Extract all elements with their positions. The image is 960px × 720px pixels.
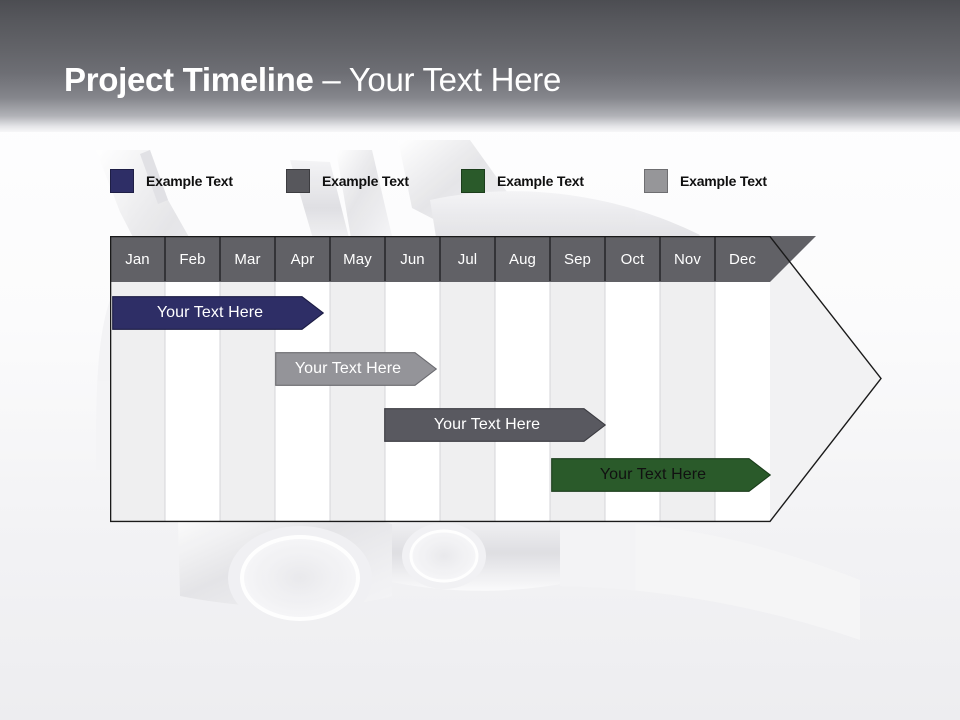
legend-label: Example Text	[497, 173, 584, 189]
task-bar[interactable]: Your Text Here	[112, 296, 324, 330]
page-title-rest: – Your Text Here	[313, 61, 561, 98]
month-cell-jun[interactable]: Jun	[400, 250, 425, 268]
task-bar-shape	[112, 296, 324, 330]
task-bar-shape	[551, 458, 771, 492]
title-band	[0, 0, 960, 132]
timeline-frame	[110, 236, 882, 523]
month-cell-aug[interactable]: Aug	[509, 250, 536, 268]
month-cell-oct[interactable]: Oct	[620, 250, 645, 268]
task-bar[interactable]: Your Text Here	[384, 408, 606, 442]
task-bar[interactable]: Your Text Here	[551, 458, 771, 492]
legend-item[interactable]: Example Text	[461, 166, 584, 196]
legend: Example Text Example Text Example Text E…	[110, 166, 810, 196]
legend-label: Example Text	[322, 173, 409, 189]
month-cell-mar[interactable]: Mar	[234, 250, 261, 268]
month-header-row: Jan Feb Mar Apr May Jun Jul Aug Sep Oct …	[110, 236, 770, 282]
legend-item[interactable]: Example Text	[110, 166, 233, 196]
month-cell-may[interactable]: May	[343, 250, 372, 268]
task-bar-label: Your Text Here	[156, 304, 264, 321]
month-cell-dec[interactable]: Dec	[729, 250, 756, 268]
header-dividers	[164, 237, 716, 281]
month-cell-nov[interactable]: Nov	[674, 250, 701, 268]
legend-item[interactable]: Example Text	[286, 166, 409, 196]
month-cell-sep[interactable]: Sep	[564, 250, 591, 268]
task-bar-shape	[275, 352, 437, 386]
grid-lines	[164, 282, 716, 522]
page-title-strong: Project Timeline	[64, 61, 314, 98]
page-title: Project Timeline – Your Text Here	[64, 58, 561, 102]
task-bar-label: Your Text Here	[599, 466, 707, 483]
month-cell-feb[interactable]: Feb	[179, 250, 206, 268]
task-bar-label: Your Text Here	[433, 416, 541, 433]
timeline-outline	[110, 236, 882, 523]
legend-item[interactable]: Example Text	[644, 166, 767, 196]
legend-label: Example Text	[680, 173, 767, 189]
legend-swatch-icon	[110, 169, 134, 193]
month-cell-jan[interactable]: Jan	[125, 250, 150, 268]
task-bar-shape	[384, 408, 606, 442]
legend-swatch-icon	[461, 169, 485, 193]
month-cell-apr[interactable]: Apr	[290, 250, 315, 268]
task-bar-label: Your Text Here	[294, 360, 402, 377]
task-bars: Your Text Here Your Text Here Your Text …	[110, 236, 882, 524]
task-bar[interactable]: Your Text Here	[275, 352, 437, 386]
legend-label: Example Text	[146, 173, 233, 189]
timeline-chart: Jan Feb Mar Apr May Jun Jul Aug Sep Oct …	[110, 236, 882, 524]
month-cell-jul[interactable]: Jul	[457, 250, 478, 268]
legend-swatch-icon	[286, 169, 310, 193]
legend-swatch-icon	[644, 169, 668, 193]
